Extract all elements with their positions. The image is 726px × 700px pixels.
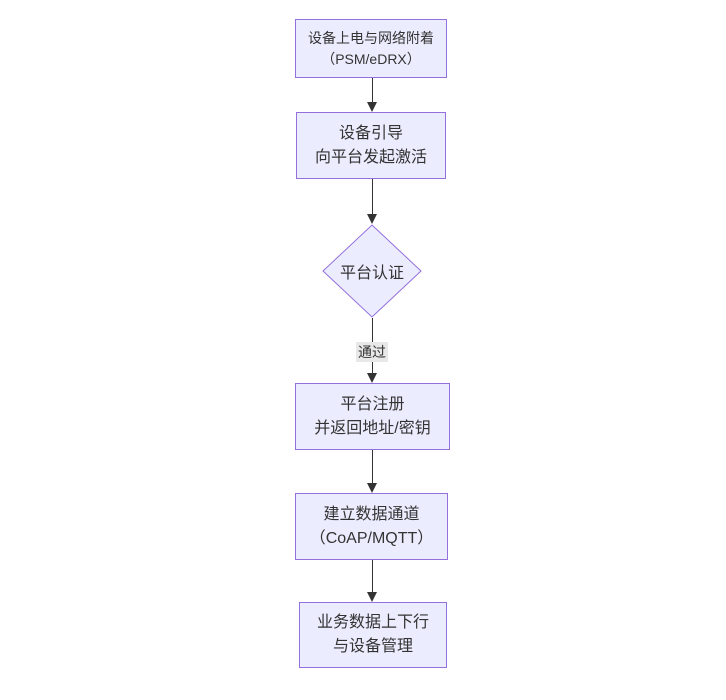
node-label: 设备上电与网络附着 [308, 29, 434, 46]
arrowhead-down-icon [367, 483, 377, 493]
node-data-channel: 建立数据通道 （CoAP/MQTT） [295, 493, 448, 560]
arrowhead-down-icon [367, 592, 377, 602]
node-auth-decision: 平台认证 [322, 224, 422, 318]
arrowhead-down-icon [367, 373, 377, 383]
node-label: 建立数据通道 [323, 505, 420, 523]
node-label: 向平台发起激活 [314, 148, 427, 166]
edge-line [371, 78, 373, 102]
node-label: （PSM/eDRX） [321, 50, 421, 67]
node-business-data: 业务数据上下行 与设备管理 [299, 602, 447, 668]
edge-label-pass: 通过 [356, 342, 388, 362]
node-label: （CoAP/MQTT） [309, 529, 434, 547]
node-power-attach: 设备上电与网络附着 （PSM/eDRX） [295, 19, 447, 78]
edge-line [371, 560, 373, 592]
node-label: 设备引导 [338, 124, 403, 142]
node-label: 业务数据上下行 [316, 614, 429, 631]
node-bootstrap: 设备引导 向平台发起激活 [296, 112, 446, 179]
node-label: 并返回地址/密钥 [314, 419, 431, 437]
node-label: 与设备管理 [332, 638, 413, 655]
arrowhead-down-icon [367, 214, 377, 224]
diamond-shape [322, 224, 422, 318]
node-label: 平台注册 [340, 395, 405, 413]
node-label: 平台认证 [339, 265, 404, 282]
edge-line [371, 179, 373, 214]
node-register: 平台注册 并返回地址/密钥 [295, 383, 450, 450]
edge-line [371, 450, 373, 483]
arrowhead-down-icon [367, 102, 377, 112]
